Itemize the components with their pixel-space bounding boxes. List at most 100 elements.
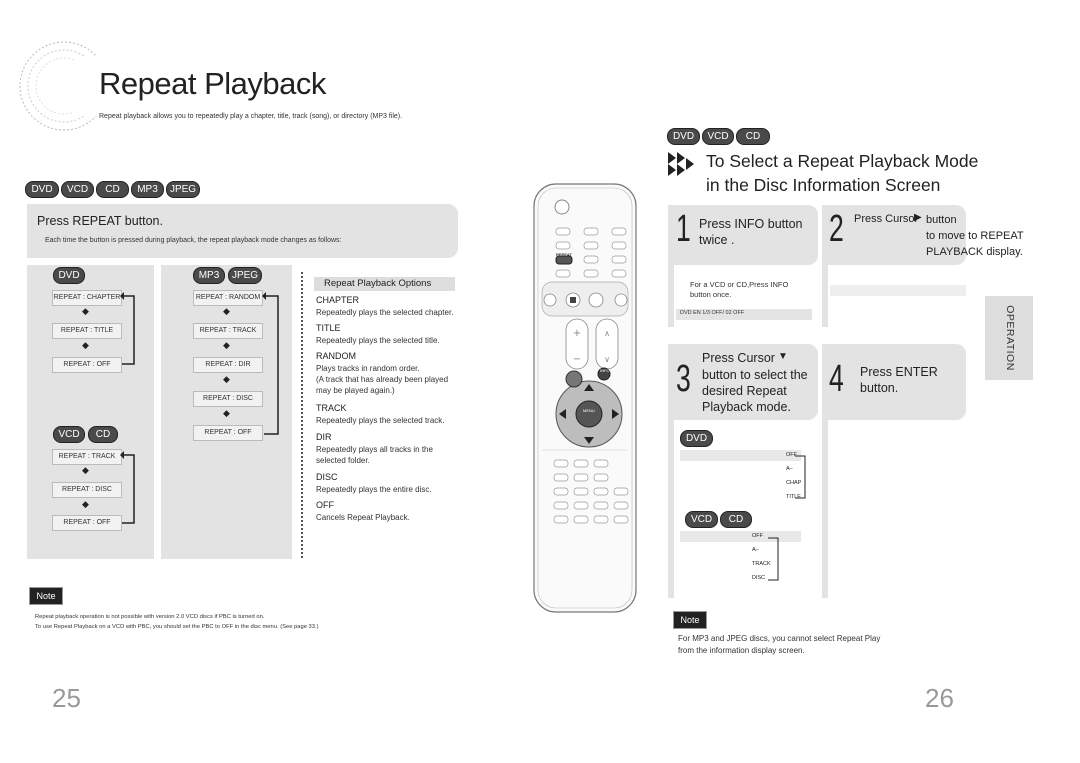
step-1-column <box>668 205 674 327</box>
option-dir-name: DIR <box>316 432 332 442</box>
note-badge: Note <box>29 587 63 605</box>
step-2-number: 2 <box>829 208 844 250</box>
note-line-1: Repeat playback operation is not possibl… <box>35 614 265 620</box>
page-subtitle: Repeat playback allows you to repeatedly… <box>99 113 403 120</box>
step-4-number: 4 <box>829 358 844 400</box>
note-text: For MP3 and JPEG discs, you cannot selec… <box>678 634 881 655</box>
osd-vcd-strip <box>680 531 801 542</box>
mp3-mode-disc: REPEAT : DISC <box>193 391 263 407</box>
option-disc-desc: Repeatedly plays the entire disc. <box>316 485 432 494</box>
format-badge-cd: CD <box>96 181 129 198</box>
osd-dvd-off: OFF <box>786 452 797 458</box>
section-title-line-1: To Select a Repeat Playback Mode <box>706 151 979 171</box>
option-random-desc: Plays tracks in random order. (A track t… <box>316 364 449 395</box>
page-number-left: 25 <box>52 683 81 713</box>
format-badge-cd: CD <box>736 128 770 145</box>
side-tab-operation <box>985 296 1033 380</box>
option-disc-name: DISC <box>316 472 338 482</box>
mp3-mode-track: REPEAT : TRACK <box>193 323 263 339</box>
step-3-text-b: button to select the desired Repeat Play… <box>702 368 808 414</box>
loop-arrow-icon <box>262 292 279 435</box>
step-1-header <box>668 205 818 265</box>
option-dir-desc: Repeatedly plays all tracks in the selec… <box>316 445 433 465</box>
option-random-name: RANDOM <box>316 351 356 361</box>
osd-strip-text: DVD EN 1/3 OFF/ 02 OFF <box>680 310 745 316</box>
osd-dvd-title: TITLE <box>786 494 801 500</box>
osd-vcd-off: OFF <box>752 533 763 539</box>
step-4-text: Press ENTER button. <box>860 365 938 395</box>
format-badge-dvd: DVD <box>25 181 59 198</box>
options-title: Repeat Playback Options <box>314 277 455 291</box>
vcd-mode-track: REPEAT : TRACK <box>52 449 122 465</box>
vcd-badge: VCD <box>53 426 85 443</box>
note-badge: Note <box>673 611 707 629</box>
osd-strip <box>676 309 812 320</box>
osd-dvd-strip <box>680 450 801 461</box>
format-badge-jpeg: JPEG <box>166 181 200 198</box>
option-title-desc: Repeatedly plays the selected title. <box>316 336 440 345</box>
option-chapter-desc: Repeatedly plays the selected chapter. <box>316 308 454 317</box>
arrow-down-icon: ◆ <box>82 499 89 509</box>
mp3-column-bg <box>161 265 292 559</box>
option-track-desc: Repeatedly plays the selected track. <box>316 416 445 425</box>
dvd-badge: DVD <box>680 430 713 447</box>
loop-arrow-icon <box>120 292 135 365</box>
decorative-swirl <box>19 41 114 131</box>
format-badge-mp3: MP3 <box>131 181 164 198</box>
format-badge-vcd: VCD <box>61 181 94 198</box>
step-3-header <box>668 344 818 420</box>
format-badge-vcd: VCD <box>702 128 734 145</box>
osd-vcd-loop <box>768 537 779 581</box>
osd-dvd-loop <box>795 455 806 499</box>
arrow-down-icon: ◆ <box>223 340 230 350</box>
loop-arrow-icon <box>120 451 135 524</box>
osd-dvd-chap: CHAP <box>786 480 802 486</box>
vcd-badge: VCD <box>685 511 718 528</box>
mp3-badge: MP3 <box>193 267 225 284</box>
page-number-right: 26 <box>925 683 954 713</box>
step-2-text-a: Press Cursor <box>854 213 919 225</box>
jpeg-badge: JPEG <box>228 267 262 284</box>
cd-badge: CD <box>88 426 118 443</box>
option-track-name: TRACK <box>316 403 347 413</box>
step-2-column <box>822 205 828 327</box>
press-repeat-desc: Each time the button is pressed during p… <box>45 237 342 244</box>
press-repeat-panel <box>27 204 458 258</box>
mp3-mode-off: REPEAT : OFF <box>193 425 263 441</box>
remote-repeat-label: REPEAT <box>556 252 572 257</box>
svg-text:−: − <box>573 354 581 365</box>
osd-strip-faded <box>830 285 966 296</box>
remote-menu-label: MENU <box>583 408 595 413</box>
mp3-mode-random: REPEAT : RANDOM <box>193 290 263 306</box>
mp3-mode-dir: REPEAT : DIR <box>193 357 263 373</box>
dvd-mode-off: REPEAT : OFF <box>52 357 122 373</box>
arrow-down-icon: ◆ <box>82 340 89 350</box>
step-3-column <box>668 344 674 598</box>
dvd-badge: DVD <box>53 267 85 284</box>
remote-control: + − ∧ ∨ <box>533 183 637 613</box>
step-1-note: For a VCD or CD,Press INFO button once. <box>690 280 789 299</box>
dvd-mode-title: REPEAT : TITLE <box>52 323 122 339</box>
press-repeat-title: Press REPEAT button. <box>37 214 163 228</box>
step-2-header <box>822 205 966 265</box>
note-line-2: To use Repeat Playback on a VCD with PBC… <box>35 624 319 630</box>
osd-vcd-a: A– <box>752 547 759 553</box>
arrow-down-icon: ◆ <box>223 374 230 384</box>
osd-vcd-disc: DISC <box>752 575 766 581</box>
arrow-down-icon: ◆ <box>223 306 230 316</box>
option-title-name: TITLE <box>316 323 341 333</box>
vcd-mode-disc: REPEAT : DISC <box>52 482 122 498</box>
step-4-header <box>822 344 966 420</box>
osd-dvd-a: A– <box>786 466 793 472</box>
side-tab-label: OPERATION <box>1004 305 1016 371</box>
dotted-divider <box>301 272 303 558</box>
dvd-column-bg <box>27 265 154 559</box>
osd-vcd-track: TRACK <box>752 561 771 567</box>
svg-text:∧: ∧ <box>604 329 610 338</box>
format-badge-dvd: DVD <box>667 128 700 145</box>
step-3-text-a: Press Cursor <box>702 351 775 365</box>
page-title: Repeat Playback <box>99 66 326 101</box>
arrow-down-icon: ◆ <box>82 306 89 316</box>
dvd-mode-chapter: REPEAT : CHAPTER <box>52 290 122 306</box>
step-1-number: 1 <box>676 208 691 250</box>
